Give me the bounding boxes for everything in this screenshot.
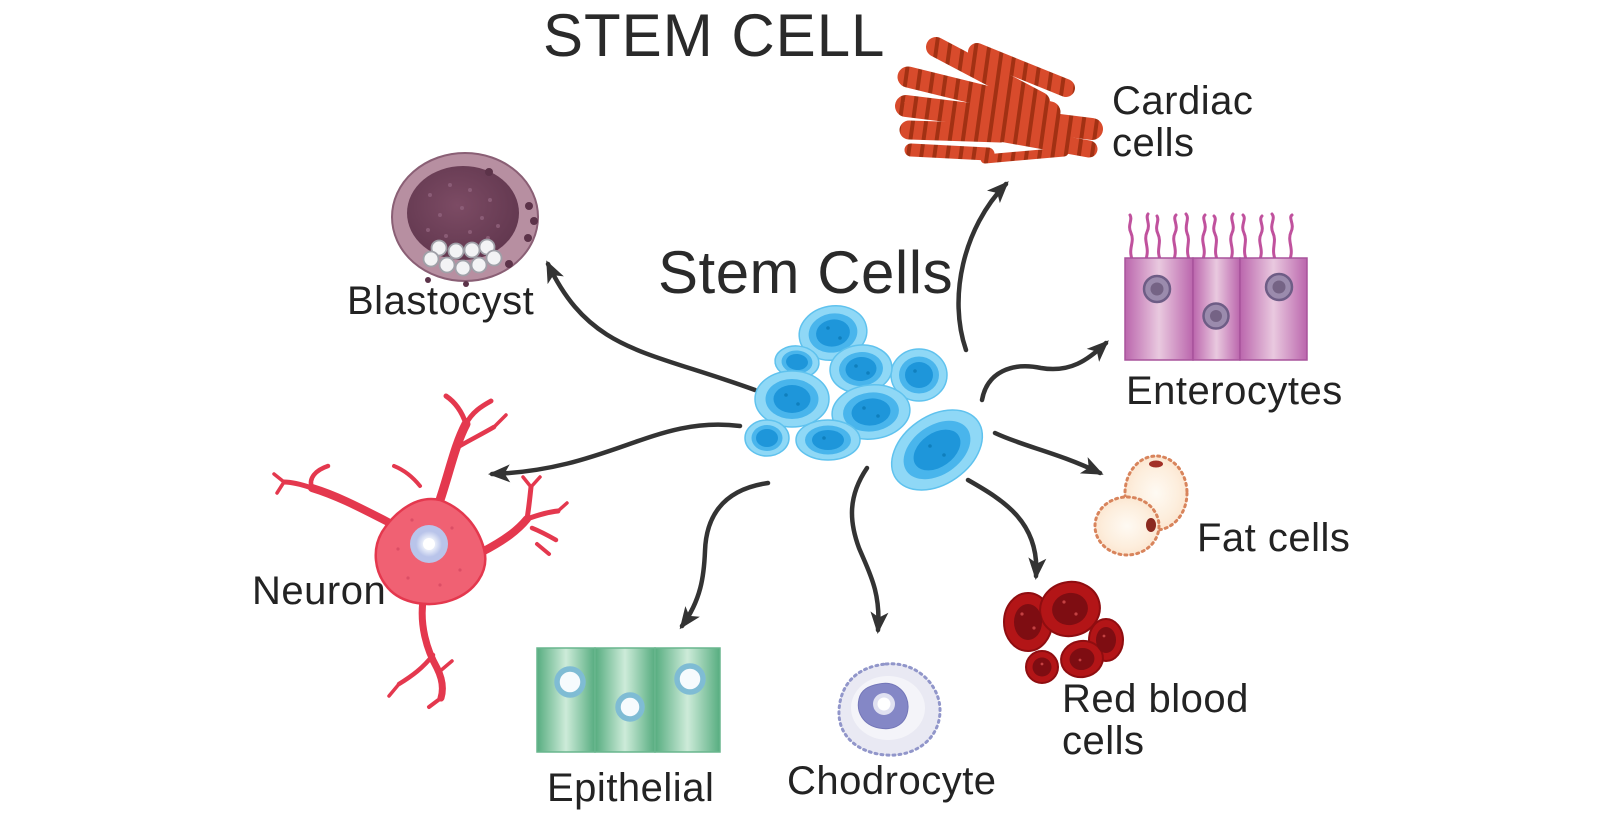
arrow-stem-to-red-blood-cells <box>965 477 1047 580</box>
enterocyte-nuclei <box>1142 272 1294 330</box>
label-fat-cells: Fat cells <box>1197 516 1351 560</box>
arrow-stem-to-enterocytes <box>979 340 1109 403</box>
microvilli <box>1128 212 1294 261</box>
page-title: STEM CELL <box>543 2 886 69</box>
label-epithelial: Epithelial <box>547 766 715 810</box>
arrow-stem-to-chondrocyte <box>849 465 889 634</box>
label-neuron: Neuron <box>252 569 387 613</box>
stem-cells-illustration <box>744 305 984 491</box>
fat-cells-illustration <box>1093 454 1189 557</box>
neuron-nucleus <box>410 525 448 563</box>
arrows-layer <box>488 181 1109 634</box>
epithelial-illustration <box>536 647 721 753</box>
arrow-stem-to-neuron <box>488 422 743 483</box>
label-chondrocyte: Chodrocyte <box>787 759 997 803</box>
enterocytes-illustration <box>1124 212 1308 361</box>
stem-cells-center-label: Stem Cells <box>658 239 954 306</box>
arrow-stem-to-epithelial <box>679 480 771 630</box>
arrow-stem-to-cardiac-cells <box>956 181 1009 353</box>
neuron-illustration <box>272 393 569 709</box>
cardiac-cells-illustration <box>895 37 1103 164</box>
arrow-stem-to-blastocyst <box>545 260 758 393</box>
red-blood-cells-illustration <box>1003 580 1124 684</box>
label-enterocytes: Enterocytes <box>1126 369 1343 413</box>
stem-cell-large <box>890 409 984 491</box>
arrow-stem-to-fat-cells <box>992 430 1104 476</box>
blastocyst-illustration <box>391 152 539 287</box>
epithelial-nuclei <box>554 663 706 722</box>
inner-cell-mass <box>422 238 503 277</box>
label-cardiac-cells: Cardiac cells <box>1112 79 1254 165</box>
chondrocyte-illustration <box>837 662 942 757</box>
label-red-blood-cells: Red blood cells <box>1062 677 1249 763</box>
label-blastocyst: Blastocyst <box>347 279 535 323</box>
